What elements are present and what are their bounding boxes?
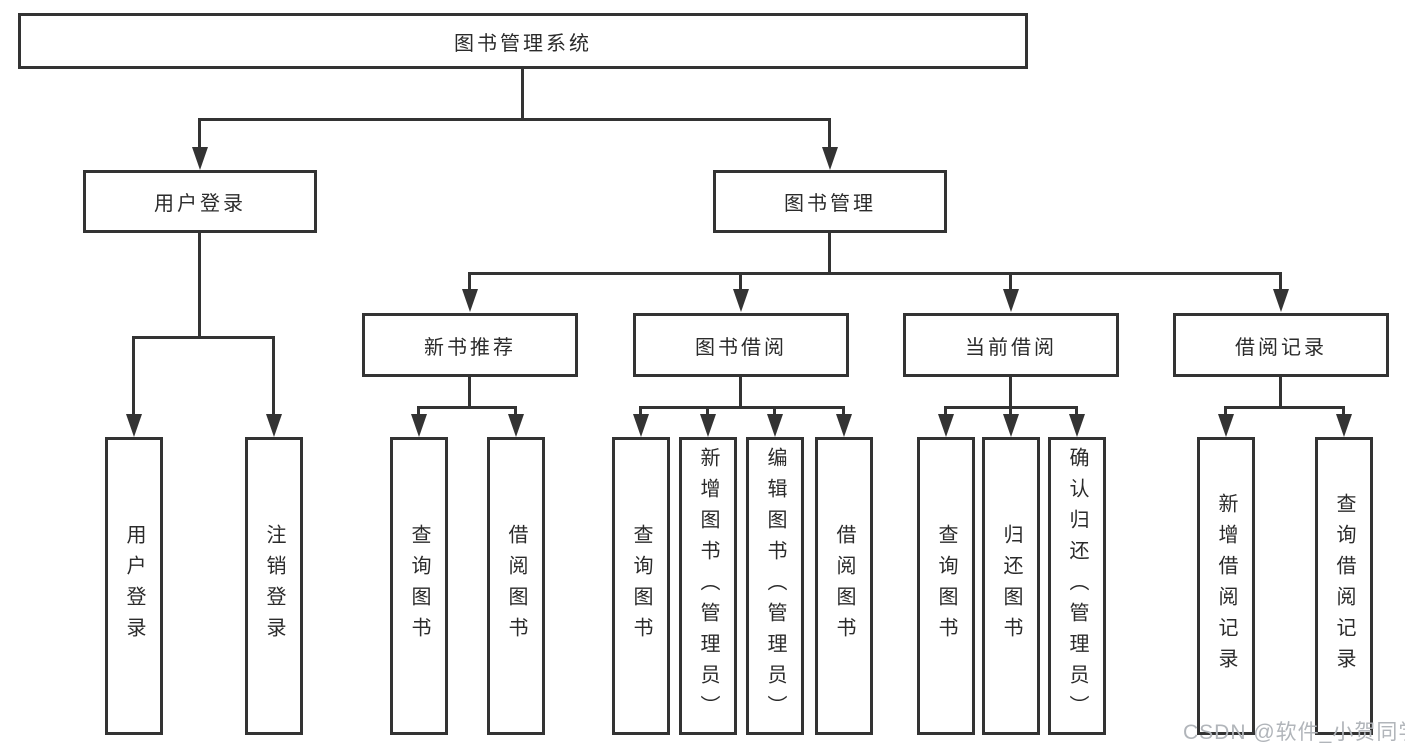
connector-line	[828, 118, 831, 151]
connector-user-login-bar	[132, 336, 275, 339]
connector-line	[514, 406, 517, 416]
leaf-query-books-recommend: 查询图书	[390, 437, 448, 735]
csdn-watermark: CSDN @软件_小贺同学	[1183, 721, 1405, 744]
connector-line	[639, 406, 642, 416]
arrow-down-icon	[462, 289, 478, 312]
connector-line	[1279, 272, 1282, 292]
leaf-query-books-current: 查询图书	[917, 437, 975, 735]
connector-line	[739, 272, 742, 292]
connector-line	[944, 406, 947, 416]
connector-line	[132, 336, 135, 415]
arrow-down-icon	[700, 414, 716, 437]
leaf-return-book: 归还图书	[982, 437, 1040, 735]
leaf-borrow-books-borrowing: 借阅图书	[815, 437, 873, 735]
connector-line	[1009, 272, 1012, 292]
node-borrowing-records: 借阅记录	[1173, 313, 1389, 377]
connector-user-login-stem	[198, 230, 201, 338]
connector-root-bar	[198, 118, 831, 121]
arrow-down-icon	[767, 414, 783, 437]
arrow-down-icon	[1336, 414, 1352, 437]
connector-line	[468, 272, 471, 292]
leaf-add-book-admin: 新增图书（管理员）	[679, 437, 737, 735]
connector-bar	[639, 406, 845, 409]
node-book-borrowing: 图书借阅	[633, 313, 849, 377]
connector-line	[198, 118, 201, 151]
leaf-user-login: 用户登录	[105, 437, 163, 735]
leaf-query-borrow-record: 查询借阅记录	[1315, 437, 1373, 735]
arrow-down-icon	[1273, 289, 1289, 312]
connector-book-mgmt-bar	[468, 272, 1282, 275]
arrow-down-icon	[1003, 289, 1019, 312]
arrow-down-icon	[266, 414, 282, 437]
connector-stem	[1279, 375, 1282, 408]
connector-line	[1224, 406, 1227, 416]
arrow-down-icon	[733, 289, 749, 312]
connector-line	[1075, 406, 1078, 416]
connector-book-mgmt-stem	[828, 231, 831, 274]
arrow-down-icon	[1069, 414, 1085, 437]
arrow-down-icon	[1218, 414, 1234, 437]
connector-stem	[1009, 375, 1012, 408]
arrow-down-icon	[411, 414, 427, 437]
arrow-down-icon	[508, 414, 524, 437]
node-book-management: 图书管理	[713, 170, 947, 233]
node-new-book-recommendation: 新书推荐	[362, 313, 578, 377]
connector-root-stem	[521, 66, 524, 120]
connector-bar	[1224, 406, 1345, 409]
leaf-edit-book-admin: 编辑图书（管理员）	[746, 437, 804, 735]
leaf-borrow-books-recommend: 借阅图书	[487, 437, 545, 735]
node-user-login: 用户登录	[83, 170, 317, 233]
connector-line	[272, 336, 275, 415]
connector-line	[706, 406, 709, 416]
connector-line	[1342, 406, 1345, 416]
connector-line	[417, 406, 420, 416]
arrow-down-icon	[836, 414, 852, 437]
connector-line	[842, 406, 845, 416]
leaf-query-books-borrowing: 查询图书	[612, 437, 670, 735]
leaf-logout: 注销登录	[245, 437, 303, 735]
connector-stem	[468, 375, 471, 408]
arrow-down-icon	[192, 147, 208, 170]
arrow-down-icon	[633, 414, 649, 437]
leaf-add-borrow-record: 新增借阅记录	[1197, 437, 1255, 735]
arrow-down-icon	[938, 414, 954, 437]
connector-stem	[739, 375, 742, 408]
connector-line	[1009, 406, 1012, 416]
connector-bar	[417, 406, 517, 409]
arrow-down-icon	[1003, 414, 1019, 437]
connector-line	[773, 406, 776, 416]
node-library-system: 图书管理系统	[18, 13, 1028, 69]
leaf-confirm-return-admin: 确认归还（管理员）	[1048, 437, 1106, 735]
node-current-borrowing: 当前借阅	[903, 313, 1119, 377]
arrow-down-icon	[822, 147, 838, 170]
arrow-down-icon	[126, 414, 142, 437]
